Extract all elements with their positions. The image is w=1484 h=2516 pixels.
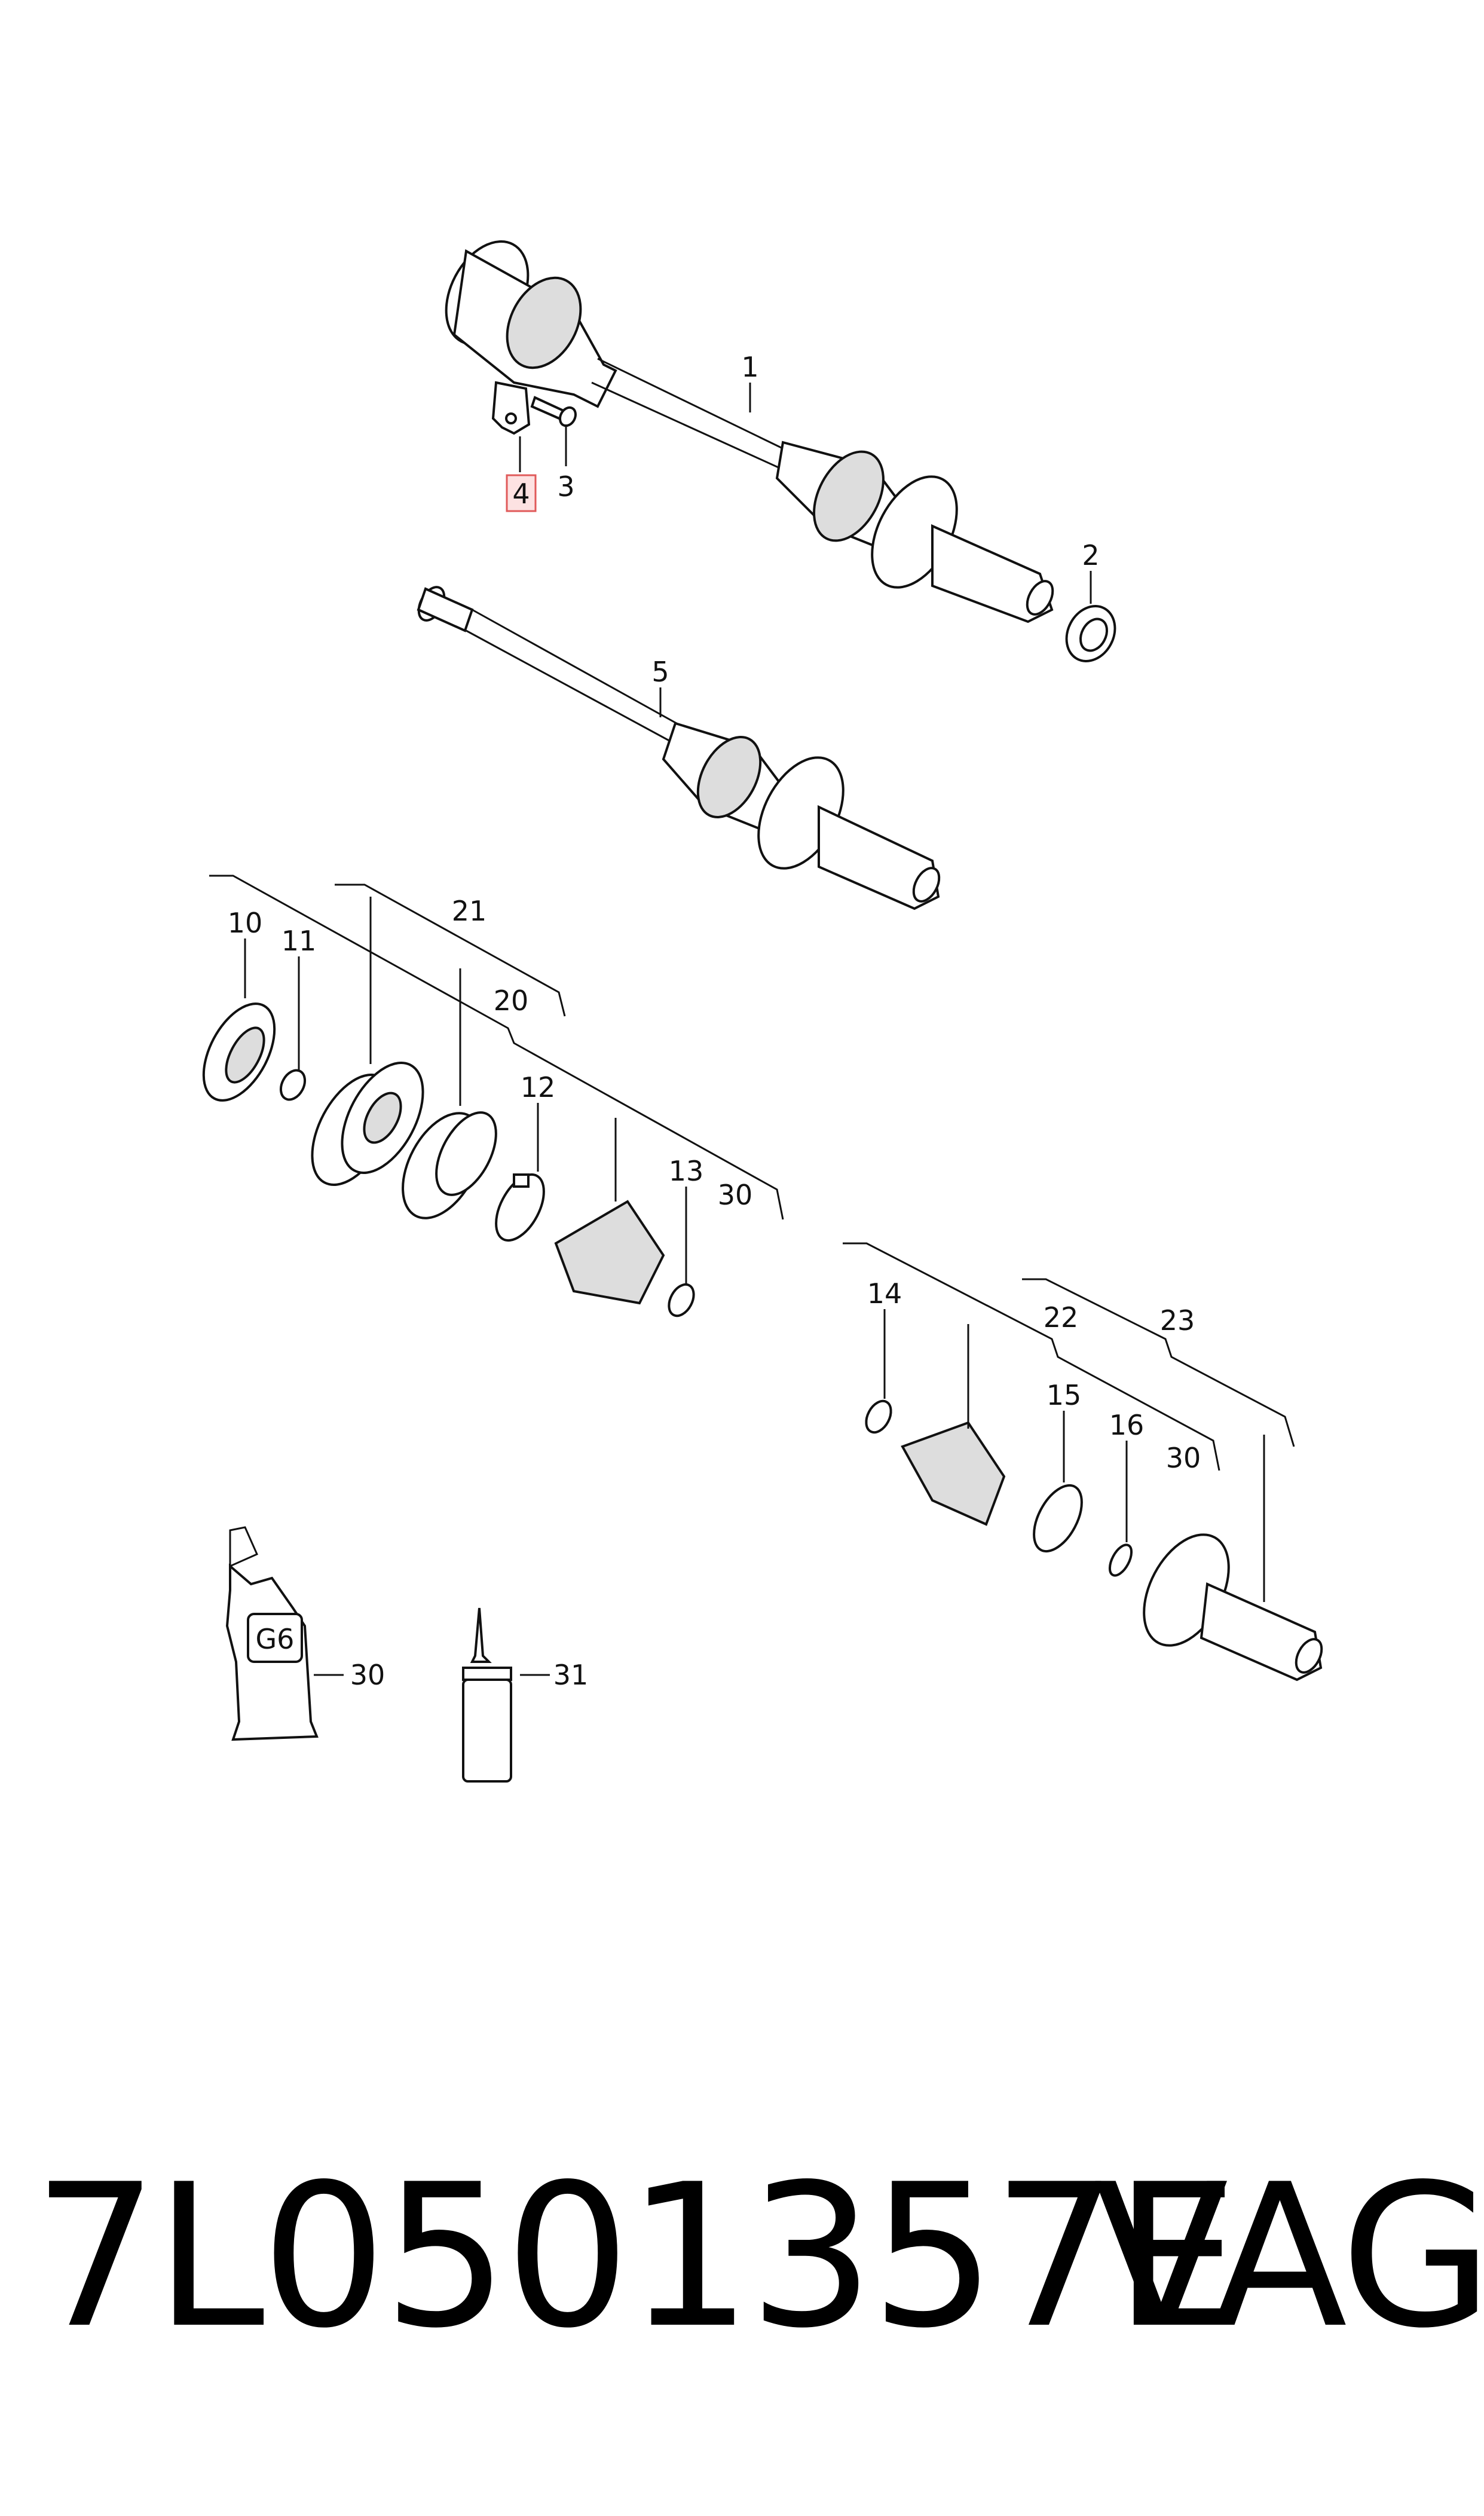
clamp-13[interactable] bbox=[664, 1280, 699, 1320]
nut-2[interactable] bbox=[1057, 598, 1124, 669]
exploded-parts-diagram: G6 1 2 3 4 5 bbox=[189, 228, 1327, 1783]
callout-5[interactable]: 5 bbox=[651, 656, 669, 688]
callout-2[interactable]: 2 bbox=[1082, 539, 1099, 571]
callout-21[interactable]: 21 bbox=[452, 895, 487, 927]
boot-outer[interactable] bbox=[901, 1421, 1006, 1526]
joint-body-21[interactable] bbox=[295, 1050, 439, 1198]
callout-16[interactable]: 16 bbox=[1109, 1409, 1145, 1441]
grease-tube-label: G6 bbox=[256, 1623, 295, 1655]
callout-22[interactable]: 22 bbox=[1044, 1301, 1079, 1334]
part-number: 7L0501357E bbox=[33, 2142, 1239, 2371]
highlight-box-4 bbox=[506, 474, 537, 512]
circlip-16[interactable] bbox=[1105, 1542, 1136, 1579]
callout-13[interactable]: 13 bbox=[669, 1155, 704, 1187]
callout-14[interactable]: 14 bbox=[867, 1277, 902, 1310]
leader-lines bbox=[209, 383, 1295, 1676]
outer-joint-23[interactable] bbox=[1127, 1521, 1327, 1682]
joint-cage-20[interactable] bbox=[387, 1100, 509, 1231]
callout-10[interactable]: 10 bbox=[228, 907, 263, 939]
boot-inner[interactable] bbox=[554, 1200, 665, 1305]
callout-23[interactable]: 23 bbox=[1160, 1304, 1195, 1337]
grease-tube-icon bbox=[225, 1526, 319, 1741]
plate-4[interactable] bbox=[491, 381, 531, 435]
callout-30-outer[interactable]: 30 bbox=[1166, 1442, 1201, 1474]
callout-4[interactable]: 4 bbox=[512, 478, 530, 510]
callout-3[interactable]: 3 bbox=[557, 470, 574, 503]
clamp-15[interactable] bbox=[1024, 1478, 1092, 1559]
clamp-14[interactable] bbox=[861, 1397, 896, 1436]
callout-31[interactable]: 31 bbox=[553, 1659, 589, 1691]
sealant-bottle-icon bbox=[462, 1607, 512, 1783]
callout-30-grease[interactable]: 30 bbox=[350, 1659, 385, 1691]
callout-20[interactable]: 20 bbox=[494, 985, 529, 1017]
flange-10[interactable] bbox=[189, 992, 289, 1112]
drive-shaft-1[interactable] bbox=[430, 228, 1058, 623]
brand-name: VAG bbox=[1094, 2142, 1484, 2371]
clamp-12[interactable] bbox=[486, 1167, 554, 1248]
bolt-3[interactable] bbox=[530, 396, 579, 429]
ring-11[interactable] bbox=[276, 1066, 310, 1104]
callout-12[interactable]: 12 bbox=[521, 1071, 556, 1103]
callout-11[interactable]: 11 bbox=[281, 925, 317, 957]
callout-1[interactable]: 1 bbox=[741, 351, 758, 383]
drive-shaft-5[interactable] bbox=[414, 583, 944, 910]
callout-labels: 1 2 3 4 5 10 11 12 13 14 15 16 20 21 22 … bbox=[228, 351, 1201, 1691]
callout-15[interactable]: 15 bbox=[1047, 1379, 1082, 1411]
callout-30-inner[interactable]: 30 bbox=[718, 1179, 753, 1211]
